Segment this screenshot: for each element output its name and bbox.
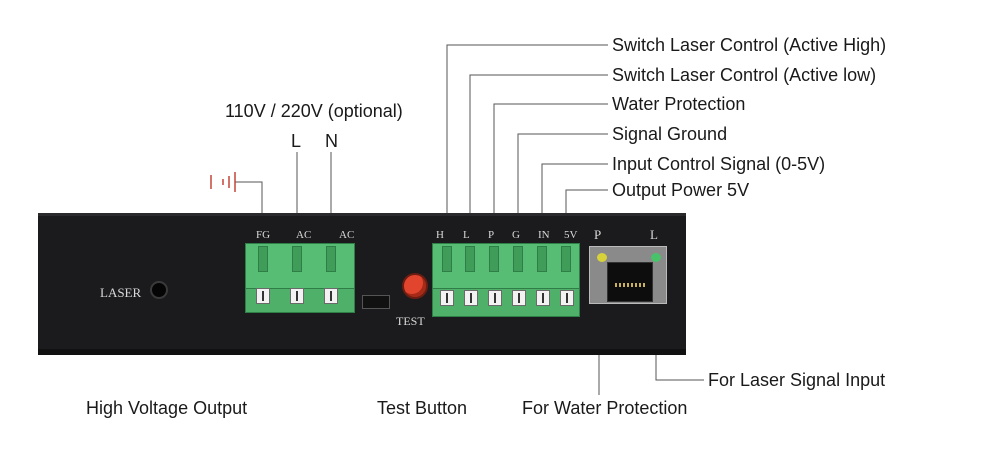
power-n-label: N <box>325 131 338 151</box>
p-silk: P <box>488 229 495 241</box>
terminal-screw[interactable] <box>512 290 526 306</box>
leader-switch-high <box>446 44 608 236</box>
test-silk-label: TEST <box>396 314 425 328</box>
terminal-screw[interactable] <box>324 288 338 304</box>
callout-for-laser-signal: For Laser Signal Input <box>708 370 886 390</box>
fuse-holder <box>362 295 390 309</box>
led-green-icon <box>651 253 661 262</box>
ac2-silk: AC <box>339 229 355 241</box>
rj45-l-silk: L <box>650 227 658 242</box>
ac1-silk: AC <box>296 229 312 241</box>
h-silk: H <box>436 229 444 241</box>
g-silk: G <box>512 229 520 241</box>
terminal-screw[interactable] <box>488 290 502 306</box>
terminal-screw[interactable] <box>256 288 270 304</box>
ground-symbol-icon <box>210 172 236 192</box>
terminal-screw[interactable] <box>440 290 454 306</box>
callout-water-protection: Water Protection <box>612 94 746 114</box>
5v-silk: 5V <box>564 229 578 241</box>
callout-test-button: Test Button <box>377 398 468 418</box>
rj45-port[interactable] <box>589 246 667 304</box>
leader-switch-low <box>469 74 608 236</box>
l-silk: L <box>463 229 470 241</box>
test-button[interactable] <box>402 273 428 299</box>
control-terminal-block[interactable] <box>432 243 580 317</box>
terminal-screw[interactable] <box>464 290 478 306</box>
fg-silk: FG <box>256 229 271 241</box>
high-voltage-port <box>150 281 168 299</box>
rj45-p-silk: P <box>594 227 602 242</box>
led-yellow-icon <box>597 253 607 262</box>
power-supply-panel: LASER FG AC AC TEST H L P G IN 5V <box>38 213 686 355</box>
terminal-screw[interactable] <box>290 288 304 304</box>
rj45-socket <box>607 262 653 302</box>
power-terminal-block[interactable] <box>245 243 355 313</box>
in-silk: IN <box>538 229 550 241</box>
power-l-label: L <box>291 131 302 151</box>
callout-high-voltage: High Voltage Output <box>86 398 248 418</box>
callout-input-control: Input Control Signal (0-5V) <box>612 154 826 174</box>
callout-output-power: Output Power 5V <box>612 180 750 200</box>
power-title: 110V / 220V (optional) <box>225 101 403 121</box>
terminal-screw[interactable] <box>536 290 550 306</box>
callout-switch-low: Switch Laser Control (Active low) <box>612 65 877 85</box>
callout-switch-high: Switch Laser Control (Active High) <box>612 35 887 55</box>
laser-silk-label: LASER <box>100 285 142 300</box>
terminal-screw[interactable] <box>560 290 574 306</box>
callout-for-water: For Water Protection <box>522 398 688 418</box>
callout-signal-ground: Signal Ground <box>612 124 728 144</box>
